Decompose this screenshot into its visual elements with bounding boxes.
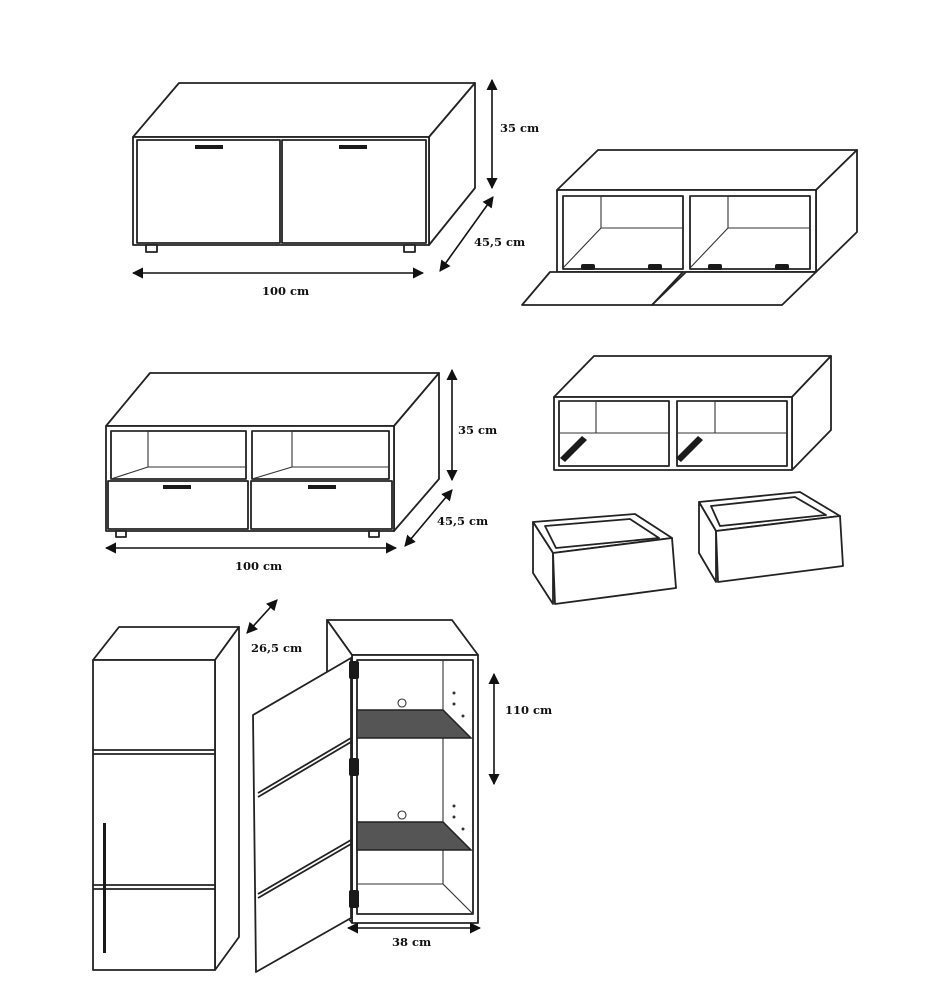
tv-unit-drawers-removed bbox=[553, 355, 832, 471]
left-drawer-handle bbox=[163, 485, 191, 489]
side-panel bbox=[214, 626, 240, 971]
right-door bbox=[281, 139, 427, 244]
drawer-inside bbox=[544, 518, 660, 549]
drawer-right bbox=[698, 491, 844, 583]
width-label: 100 cm bbox=[262, 284, 309, 298]
height-label: 35 cm bbox=[458, 423, 497, 437]
top-surface bbox=[105, 372, 440, 427]
left-door bbox=[136, 139, 281, 244]
carcass-inner bbox=[356, 659, 474, 915]
tall-cabinet-closed bbox=[92, 626, 240, 971]
drawer-side bbox=[532, 521, 554, 605]
right-door-handle bbox=[339, 145, 367, 149]
width-label: 100 cm bbox=[235, 559, 282, 573]
lower-shelf bbox=[356, 821, 473, 851]
top-surface bbox=[556, 149, 858, 191]
open-door bbox=[252, 657, 352, 973]
door-handle bbox=[103, 823, 106, 953]
drawer-runner-icons bbox=[560, 436, 703, 462]
tv-unit-flaps-open bbox=[521, 149, 858, 306]
tall-cabinet-open-dimensions: 110 cm 38 cm bbox=[346, 672, 552, 949]
left-door-handle bbox=[195, 145, 223, 149]
hinge-icons bbox=[581, 264, 789, 270]
height-label: 35 cm bbox=[500, 121, 539, 135]
height-label: 110 cm bbox=[505, 703, 552, 717]
tall-cabinet-depth-dimension: 26,5 cm bbox=[246, 599, 302, 655]
top-surface bbox=[92, 626, 240, 661]
shelf-pin-icons bbox=[397, 691, 465, 831]
left-compartment bbox=[562, 195, 684, 270]
depth-label: 26,5 cm bbox=[251, 641, 302, 655]
top-surface bbox=[132, 82, 476, 138]
foot bbox=[368, 530, 380, 538]
right-open-shelf bbox=[251, 430, 390, 480]
right-compartment bbox=[689, 195, 811, 270]
depth-arrow bbox=[404, 489, 453, 547]
depth-arrow bbox=[246, 599, 278, 634]
foot bbox=[145, 244, 158, 253]
width-label: 38 cm bbox=[392, 935, 431, 949]
top-surface bbox=[326, 619, 479, 656]
tv-unit-doors-dimensions: 35 cm 45,5 cm 100 cm bbox=[131, 78, 539, 298]
drawer-left bbox=[532, 513, 677, 605]
drawer-side bbox=[698, 501, 717, 583]
upper-shelf bbox=[356, 709, 473, 739]
foot bbox=[403, 244, 416, 253]
hinge-icons bbox=[349, 661, 359, 908]
depth-arrow bbox=[439, 196, 494, 272]
tv-unit-drawers bbox=[105, 372, 440, 538]
right-flap-door bbox=[651, 271, 817, 306]
left-open-shelf bbox=[110, 430, 247, 480]
right-drawer-handle bbox=[308, 485, 336, 489]
tall-cabinet-open bbox=[252, 619, 479, 973]
foot bbox=[115, 530, 127, 538]
drawer-front bbox=[552, 537, 677, 605]
front-door bbox=[92, 659, 216, 971]
tv-unit-doors-closed bbox=[132, 82, 476, 253]
top-surface bbox=[553, 355, 832, 398]
drawer-inside bbox=[710, 496, 827, 527]
tv-unit-drawers-dimensions: 35 cm 45,5 cm 100 cm bbox=[104, 368, 497, 573]
depth-label: 45,5 cm bbox=[474, 235, 525, 249]
drawer-front bbox=[715, 515, 844, 583]
depth-label: 45,5 cm bbox=[437, 514, 488, 528]
